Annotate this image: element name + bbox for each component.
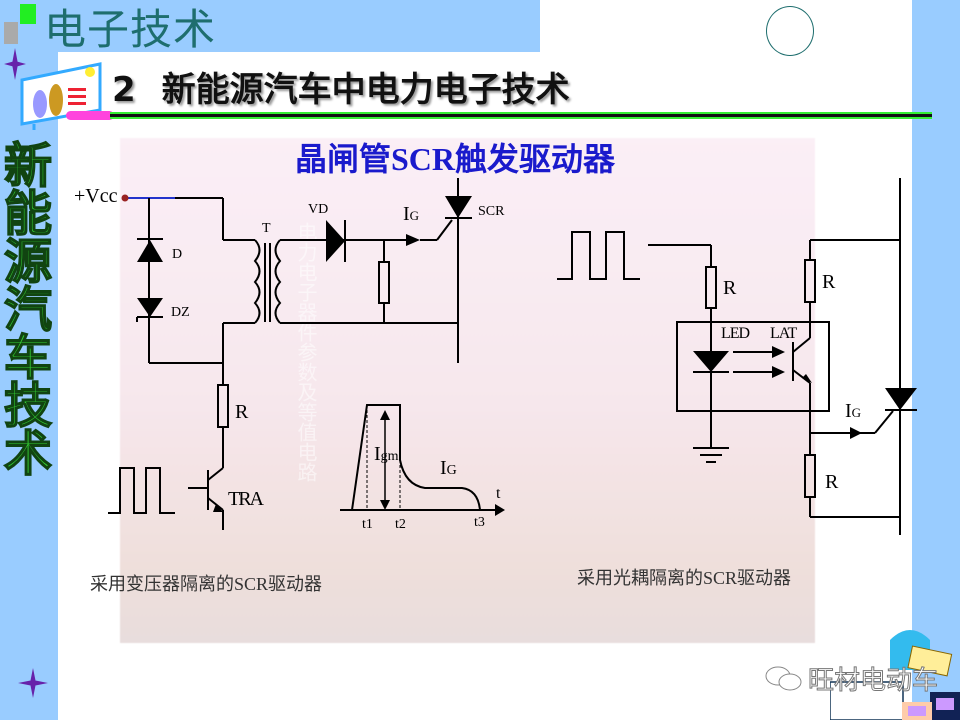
top-band bbox=[0, 0, 540, 52]
section-title: 新能源汽车中电力电子技术 bbox=[161, 70, 570, 110]
circle-decoration bbox=[766, 6, 814, 56]
slide-subtitle: 晶闸管SCR触发驱动器 bbox=[294, 141, 616, 177]
igm-label: Igm bbox=[374, 443, 399, 465]
lat-label: LAT bbox=[770, 325, 798, 342]
vd-label: VD bbox=[308, 202, 328, 217]
diode-d-icon bbox=[137, 240, 163, 262]
wechat-icon bbox=[765, 666, 802, 691]
transformer-isolated-driver bbox=[108, 178, 495, 530]
faint-vertical-text: 电力电子器件参数及等值电路 bbox=[294, 222, 316, 482]
gray-square-icon bbox=[4, 22, 18, 44]
diode-vd-icon bbox=[326, 220, 345, 262]
d-label: D bbox=[172, 247, 182, 262]
t-axis-label: t bbox=[496, 485, 501, 502]
r3-label: R bbox=[825, 471, 839, 493]
left-caption: 采用变压器隔离的SCR驱动器 bbox=[90, 574, 323, 594]
right-band bbox=[912, 0, 960, 720]
r1-label: R bbox=[723, 277, 737, 299]
heading-underline bbox=[110, 112, 932, 119]
optocoupler-isolated-driver bbox=[557, 178, 917, 535]
gate-arrow-icon bbox=[850, 427, 862, 439]
right-ig-label: IG bbox=[845, 400, 861, 422]
emitter-arrow-icon bbox=[213, 504, 223, 512]
right-circuit-solid-marks bbox=[693, 346, 917, 439]
t1-label: t1 bbox=[362, 517, 373, 532]
tra-label: TRA bbox=[228, 488, 265, 510]
section-number: 2 bbox=[112, 70, 136, 110]
t-label: T bbox=[262, 221, 271, 236]
dz-label: DZ bbox=[171, 305, 190, 320]
billboard-icon bbox=[4, 48, 102, 130]
ig-label: IG bbox=[403, 203, 419, 225]
course-title: 电子技术 bbox=[44, 5, 217, 54]
pill-decoration bbox=[66, 111, 114, 120]
r-label: R bbox=[235, 401, 249, 423]
led-label: LED bbox=[721, 325, 750, 342]
left-circuit-solid-marks bbox=[137, 196, 505, 516]
vertical-title: 新能源汽车技术 bbox=[0, 139, 52, 477]
emitter-arrow-icon bbox=[802, 374, 812, 383]
scr-label: SCR bbox=[478, 204, 505, 219]
waveform-ig-label: IG bbox=[440, 457, 457, 479]
sparkle-icon bbox=[18, 668, 48, 698]
led-icon bbox=[693, 351, 729, 372]
r2-label: R bbox=[822, 271, 836, 293]
right-caption: 采用光耦隔离的SCR驱动器 bbox=[577, 568, 792, 588]
time-axis-arrow-icon bbox=[495, 504, 505, 516]
t2-label: t2 bbox=[395, 517, 406, 532]
light-arrow-icon bbox=[772, 346, 785, 358]
sparkle-icon bbox=[4, 48, 26, 80]
green-square-icon bbox=[20, 4, 36, 24]
background-photo-power-towers bbox=[120, 138, 815, 643]
watermark-text: 旺材电动车 bbox=[807, 666, 939, 697]
zener-dz-icon bbox=[137, 298, 163, 317]
scr-icon bbox=[885, 388, 917, 410]
section-heading: 2 新能源汽车中电力电子技术 bbox=[112, 62, 570, 111]
scr-icon bbox=[445, 196, 472, 218]
gate-arrow-icon bbox=[406, 234, 420, 246]
mailbox-icon bbox=[830, 630, 960, 720]
light-arrow-icon bbox=[772, 366, 785, 378]
t3-label: t3 bbox=[474, 515, 485, 530]
vcc-label: +Vcc bbox=[74, 185, 118, 207]
